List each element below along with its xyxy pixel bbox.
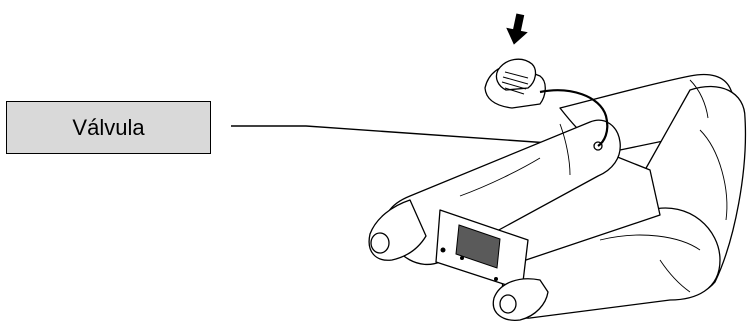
left-tube-cap (371, 233, 389, 253)
front-tube-cap (500, 295, 516, 313)
down-arrow-icon (503, 12, 531, 47)
